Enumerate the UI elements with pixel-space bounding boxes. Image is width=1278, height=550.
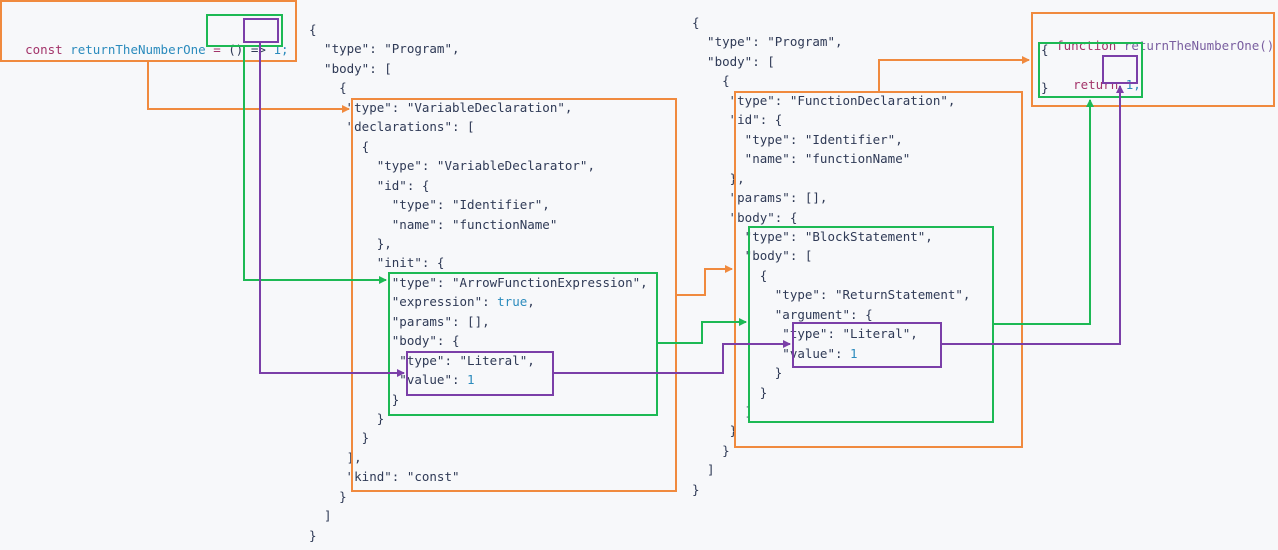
arrow-literal-highlight [406,351,554,396]
json-line: } [309,488,347,504]
target-function-name: returnTheNumberOne() [1123,38,1275,53]
json-line: { [309,80,347,96]
json-line: "type": "Literal", [309,352,535,368]
json-line: "body": [ [692,53,775,69]
const-keyword: const [25,42,63,57]
json-line: { [692,73,730,89]
wire-function-declaration-to-target [878,56,1030,91]
json-line: "params": [], [692,190,828,206]
json-line: "body": [ [309,60,392,76]
json-line: "body": { [309,333,460,349]
json-line: "type": "ArrowFunctionExpression", [309,274,648,290]
function-keyword: function [1056,38,1117,53]
json-line: "type": "Identifier", [309,197,550,213]
json-line: "name": "functionName" [309,216,558,232]
json-line: } [692,442,730,458]
json-line: } [309,527,317,543]
json-line: "type": "Program", [309,41,460,57]
json-line: "kind": "const" [309,469,460,485]
json-line: "type": "BlockStatement", [692,228,933,244]
json-line: } [692,384,768,400]
json-line: "type": "Identifier", [692,131,903,147]
function-name-identifier: returnTheNumberOne [70,42,206,57]
target-code-line-1: function returnTheNumberOne() [1041,22,1274,54]
json-line: } [309,411,385,426]
json-line: ], [309,449,362,465]
json-line: "name": "functionName" [692,151,911,167]
json-line: "argument": { [692,306,873,322]
json-line: "type": "ReturnStatement", [692,287,971,303]
json-line: "params": [], [309,313,490,329]
json-line: } [309,391,400,407]
json-line: ] [692,462,715,478]
target-open-brace: { [1041,42,1049,57]
equals-operator: = [205,42,229,57]
json-line: "value": 1 [692,345,858,361]
json-line: } [692,423,738,439]
json-line: "type": "FunctionDeclaration", [692,92,956,108]
json-line: } [309,430,370,446]
json-line: "type": "Literal", [692,326,918,342]
json-line: ] [309,508,332,524]
target-literal-highlight [1102,55,1138,84]
source-arrow-function-highlight [206,14,283,47]
json-line: "type": "Program", [692,34,843,50]
json-line: "body": [ [692,248,813,264]
json-line: "expression": true, [309,294,535,310]
json-line: } [692,481,700,497]
json-line: }, [692,170,745,186]
target-code-box [1031,12,1275,107]
json-line: { [309,22,317,37]
return-literal-highlight [792,322,942,368]
json-line: "body": { [692,209,798,225]
json-line: { [692,15,700,30]
json-line: { [692,267,768,283]
source-literal-highlight [243,18,279,43]
json-line: "id": { [692,112,783,128]
json-line: "value": 1 [309,372,475,388]
